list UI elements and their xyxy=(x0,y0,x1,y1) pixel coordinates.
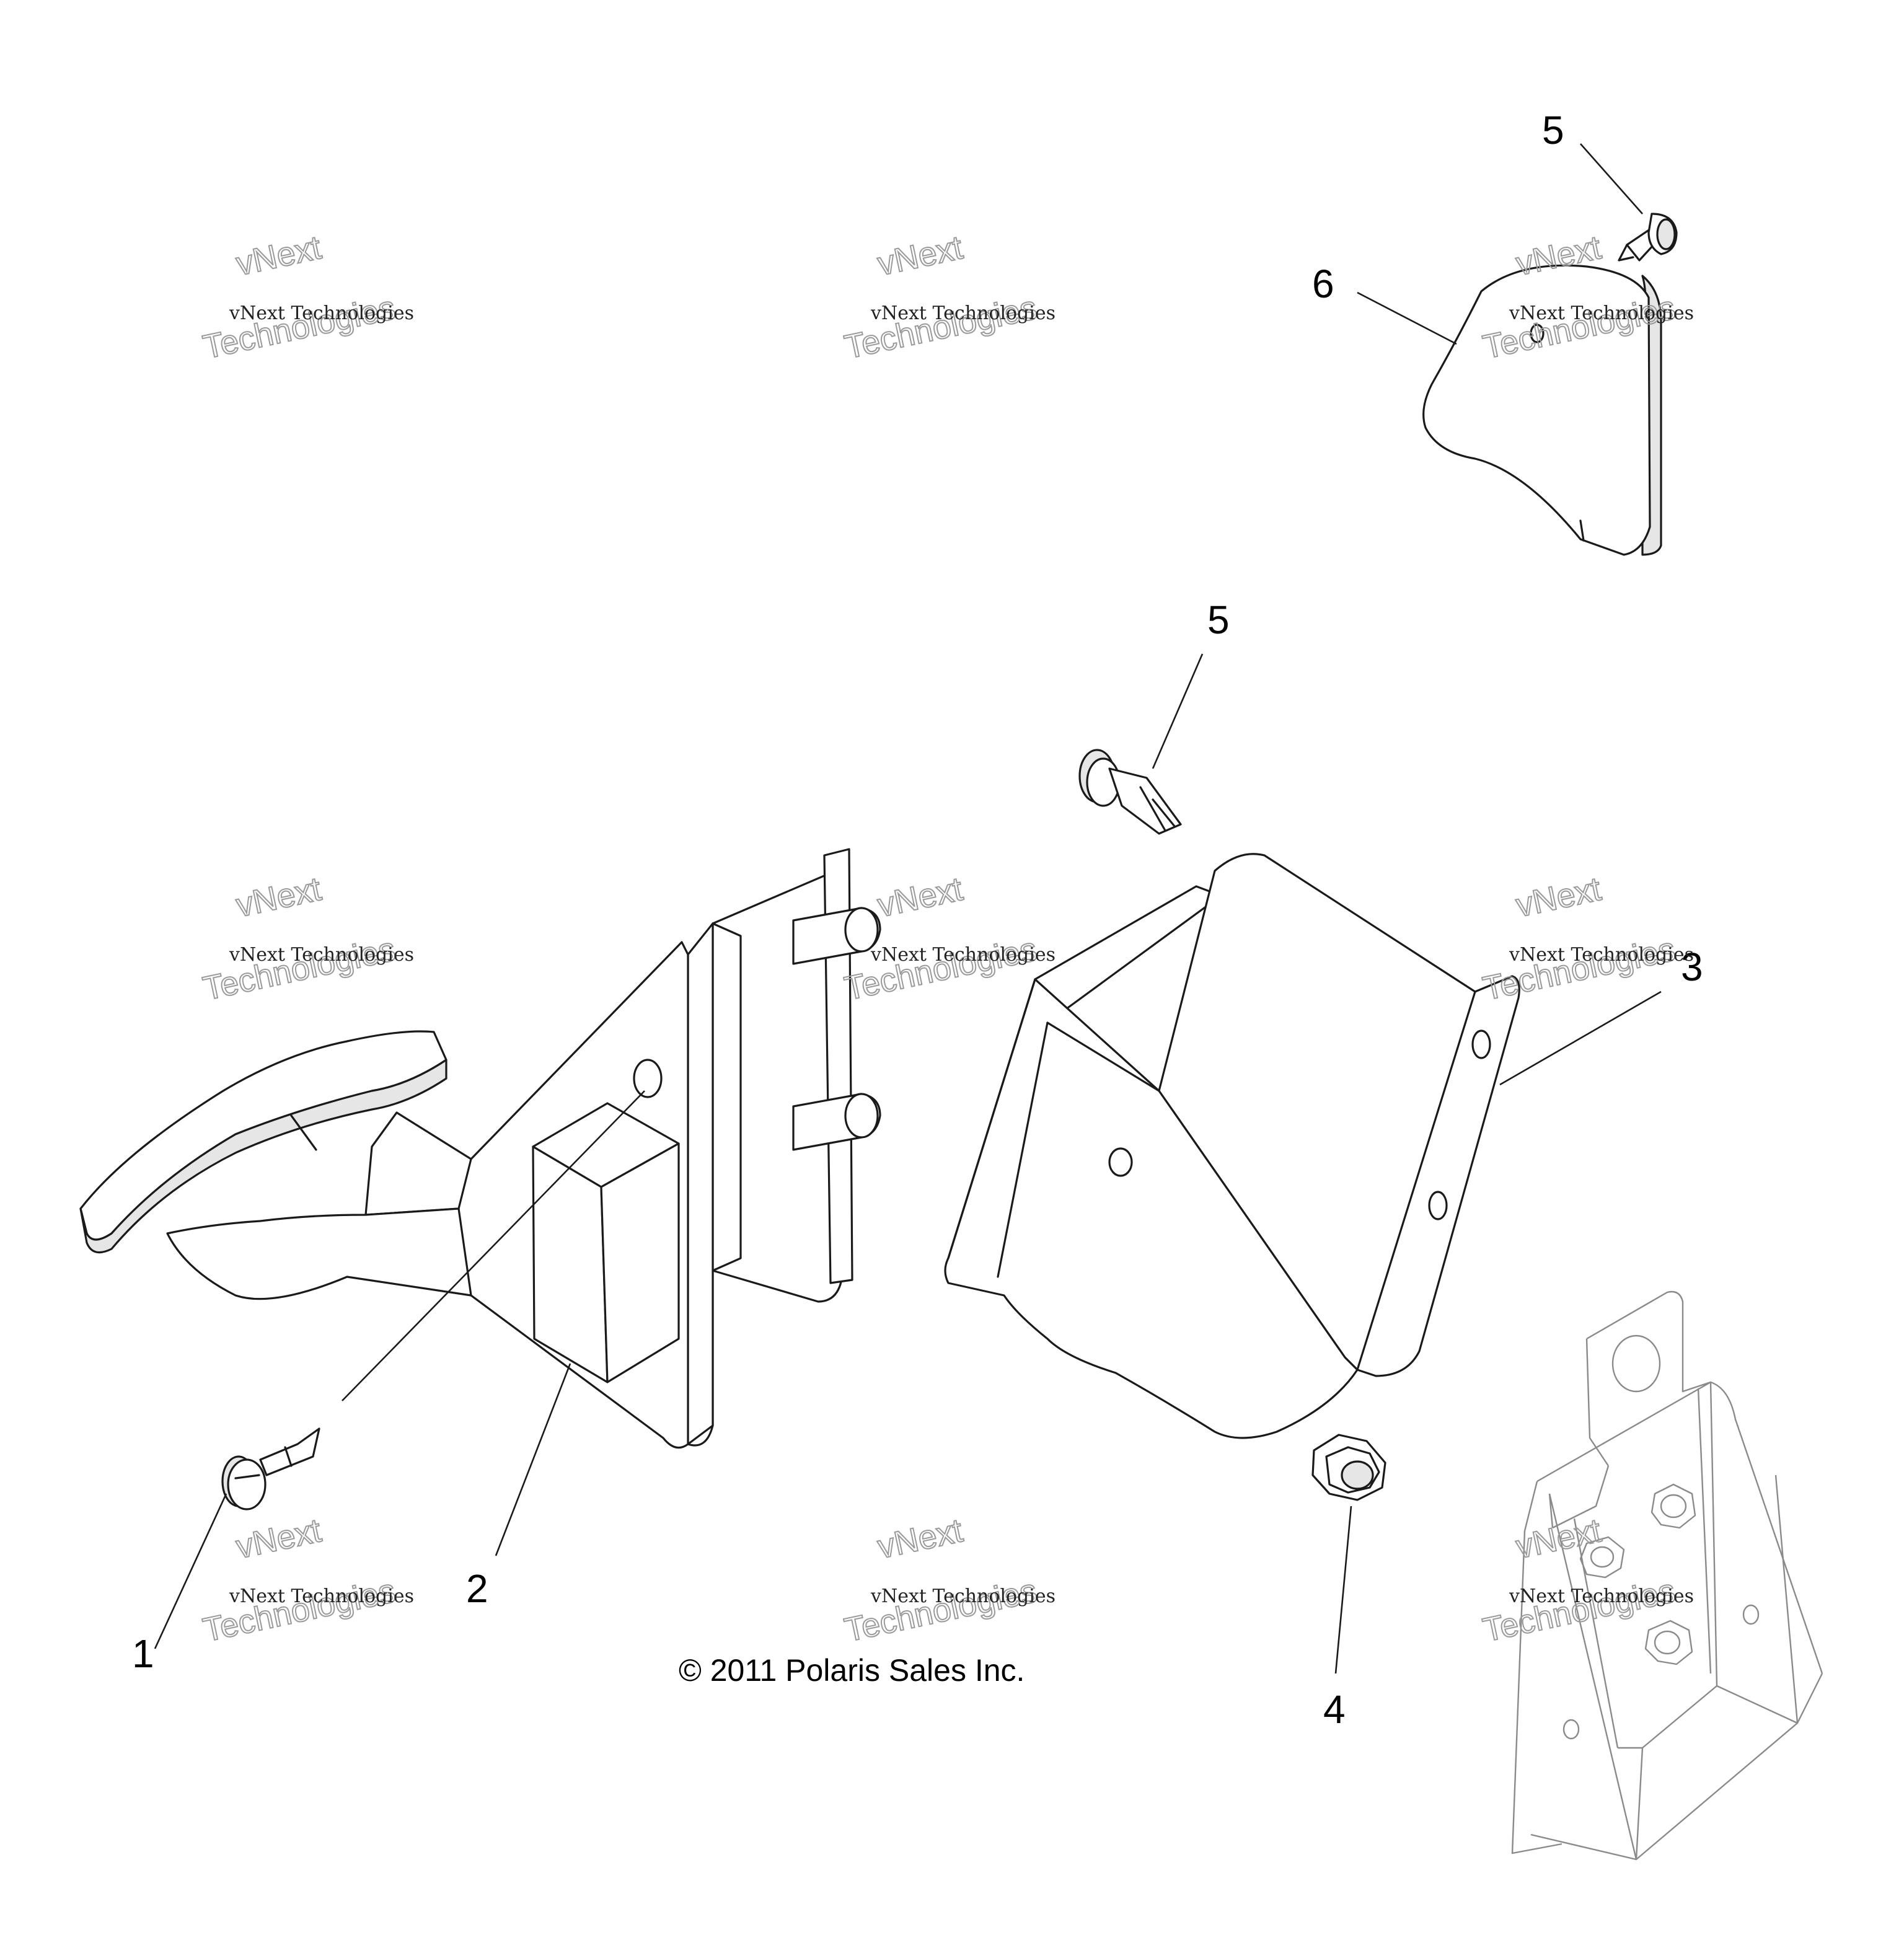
part-2-pedal-assembly xyxy=(79,848,881,1449)
svg-text:vNext: vNext xyxy=(233,1512,325,1566)
callout-3: 3 xyxy=(1681,945,1703,989)
svg-text:vNext: vNext xyxy=(233,229,325,283)
svg-text:Technologies: Technologies xyxy=(841,289,1040,366)
svg-text:vNext: vNext xyxy=(875,229,966,283)
svg-text:vNext Technologies: vNext Technologies xyxy=(229,302,414,324)
copyright-notice: © 2011 Polaris Sales Inc. xyxy=(679,1653,1025,1688)
watermark-bottom-left: vNext Technologies vNext Technologies xyxy=(199,1511,414,1649)
svg-text:vNext: vNext xyxy=(233,870,325,924)
part-6-cover xyxy=(1422,264,1662,556)
svg-text:vNext Technologies: vNext Technologies xyxy=(229,944,414,966)
svg-text:vNext: vNext xyxy=(1513,870,1605,924)
callout-5-top: 5 xyxy=(1542,108,1564,152)
callout-2: 2 xyxy=(466,1566,488,1611)
part-5-rivet-middle xyxy=(1078,749,1182,835)
svg-text:vNext Technologies: vNext Technologies xyxy=(1509,944,1694,966)
svg-text:vNext Technologies: vNext Technologies xyxy=(1509,302,1694,324)
svg-text:Technologies: Technologies xyxy=(200,930,399,1007)
svg-text:vNext Technologies: vNext Technologies xyxy=(229,1585,414,1607)
part-3-shield xyxy=(944,853,1520,1439)
svg-text:Technologies: Technologies xyxy=(1479,1572,1678,1649)
svg-text:vNext Technologies: vNext Technologies xyxy=(1509,1585,1694,1607)
callout-1: 1 xyxy=(132,1631,154,1676)
watermark-top-left: vNext Technologies vNext Technologies xyxy=(199,228,414,366)
svg-text:Technologies: Technologies xyxy=(1479,930,1678,1007)
svg-text:Technologies: Technologies xyxy=(200,289,399,366)
reference-frame-bracket xyxy=(1511,1290,1823,1861)
svg-text:vNext: vNext xyxy=(875,1512,966,1566)
leader-lines xyxy=(154,143,1662,1674)
watermark-middle-right: vNext Technologies vNext Technologies xyxy=(1479,870,1694,1008)
watermark-middle-left: vNext Technologies vNext Technologies xyxy=(199,870,414,1008)
svg-text:vNext Technologies: vNext Technologies xyxy=(870,944,1056,966)
svg-text:vNext: vNext xyxy=(875,870,966,924)
callout-5-middle: 5 xyxy=(1207,597,1230,642)
svg-text:vNext Technologies: vNext Technologies xyxy=(870,1585,1056,1607)
callout-6: 6 xyxy=(1312,262,1334,306)
svg-text:Technologies: Technologies xyxy=(841,1572,1040,1649)
watermark-top-center: vNext Technologies vNext Technologies xyxy=(840,228,1056,366)
svg-text:Technologies: Technologies xyxy=(200,1572,399,1649)
watermark-bottom-center: vNext Technologies vNext Technologies xyxy=(840,1511,1056,1649)
part-5-rivet-top xyxy=(1618,213,1678,262)
watermark-bottom-right: vNext Technologies vNext Technologies xyxy=(1479,1511,1694,1649)
callout-4: 4 xyxy=(1323,1687,1346,1732)
svg-text:vNext Technologies: vNext Technologies xyxy=(870,302,1056,324)
part-4-hex-nut xyxy=(1311,1434,1386,1501)
part-1-rivet xyxy=(221,1427,320,1510)
